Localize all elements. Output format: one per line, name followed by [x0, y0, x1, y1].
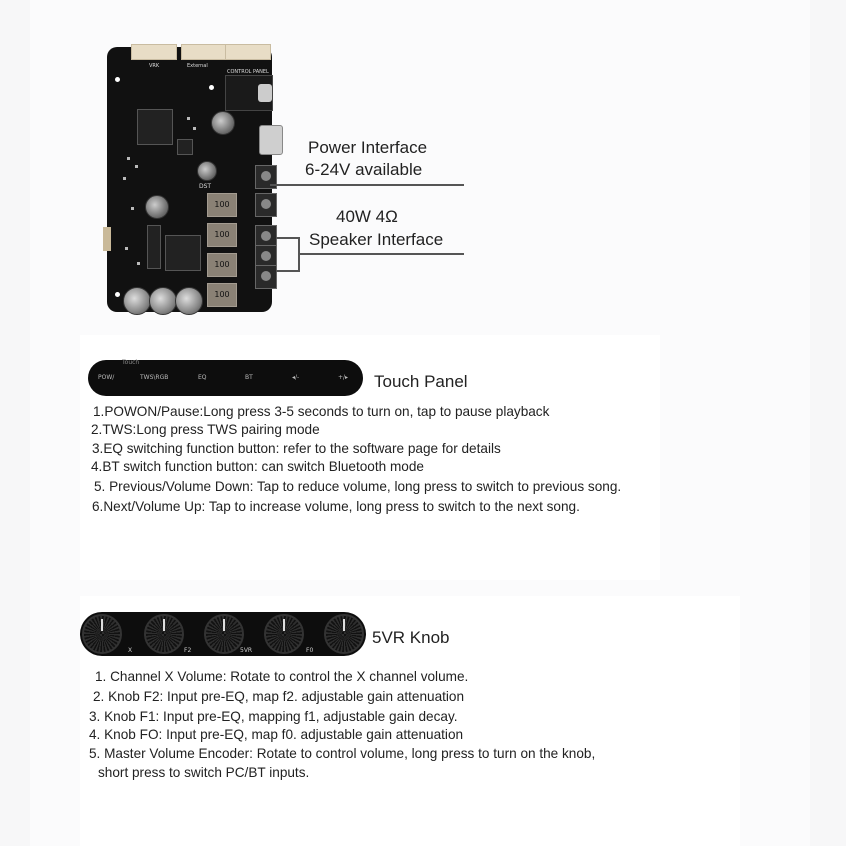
touch-key-label: ◂/- [292, 374, 300, 381]
knob [144, 614, 184, 654]
power-interface-voltage: 6-24V available [305, 160, 423, 179]
touch-item: 1.POWON/Pause:Long press 3-5 seconds to … [93, 404, 550, 419]
speaker-terminal [255, 265, 277, 289]
speaker-bracket-bottom [276, 270, 300, 272]
smd-component [193, 127, 196, 130]
touch-item: 2.TWS:Long press TWS pairing mode [91, 422, 320, 437]
inductor: 100 [207, 283, 237, 307]
speaker-bracket-top [276, 237, 300, 239]
speaker-bracket-side [298, 237, 300, 272]
board-silk-label: DST [199, 183, 212, 190]
capacitor [197, 161, 217, 181]
knob-label: X [128, 647, 133, 654]
board-connector-control-panel [225, 44, 271, 60]
touch-panel-title: Touch Panel [374, 372, 468, 391]
amplifier-board-image: VRK External CONTROL PANEL DST 100 100 1… [103, 44, 283, 315]
inductor: 100 [207, 223, 237, 247]
power-terminal [255, 193, 277, 217]
usb-c-port [259, 125, 283, 155]
smd-component [135, 165, 138, 168]
bluetooth-chip [137, 109, 173, 145]
power-interface-title: Power Interface [308, 138, 428, 157]
power-terminal [255, 165, 277, 189]
touch-panel-image: Touch POW/ TWS\RGB EQ BT ◂/- +/▸ [88, 359, 363, 396]
knob-item: 5. Master Volume Encoder: Rotate to cont… [89, 746, 596, 761]
electrolytic-capacitor [149, 287, 177, 315]
ic-chip [147, 225, 161, 269]
knob-item: 4. Knob FO: Input pre-EQ, map f0. adjust… [89, 727, 464, 742]
board-silk-label: CONTROL PANEL [227, 69, 269, 75]
inductor: 100 [207, 253, 237, 277]
touch-key-label: +/▸ [338, 374, 349, 381]
power-pointer-line [270, 184, 464, 186]
touch-panel-header: Touch [122, 359, 140, 366]
capacitor [211, 111, 235, 135]
smd-component [125, 247, 128, 250]
smd-component [131, 207, 134, 210]
slide-switch [103, 227, 111, 251]
knob [82, 614, 122, 654]
knob [204, 614, 244, 654]
board-silk-label: External [187, 63, 208, 69]
inductor: 100 [207, 193, 237, 217]
capacitor [145, 195, 169, 219]
speaker-terminal [255, 245, 277, 269]
knob-panel-image: X F2 5VR F0 [80, 612, 366, 656]
touch-item: 5. Previous/Volume Down: Tap to reduce v… [94, 479, 622, 494]
speaker-power-rating: 40W 4Ω [336, 207, 398, 226]
touch-key-label: EQ [198, 374, 207, 381]
mounting-hole [115, 292, 120, 297]
smd-component [127, 157, 130, 160]
knob-label: 5VR [240, 647, 253, 654]
audio-jack [225, 75, 273, 111]
touch-item: 6.Next/Volume Up: Tap to increase volume… [92, 499, 580, 514]
touch-key-label: BT [245, 374, 253, 381]
mounting-hole [209, 85, 214, 90]
knob-item: 1. Channel X Volume: Rotate to control t… [95, 669, 469, 684]
knob-item: 3. Knob F1: Input pre-EQ, mapping f1, ad… [89, 709, 458, 724]
smd-component [137, 262, 140, 265]
knob-title: 5VR Knob [372, 628, 450, 647]
speaker-interface-title: Speaker Interface [309, 230, 444, 249]
knob [264, 614, 304, 654]
knob-item: short press to switch PC/BT inputs. [98, 765, 310, 780]
electrolytic-capacitor [175, 287, 203, 315]
knob-label: F2 [184, 647, 192, 654]
knob-item: 2. Knob F2: Input pre-EQ, map f2. adjust… [93, 689, 465, 704]
touch-item: 4.BT switch function button: can switch … [91, 459, 424, 474]
board-connector-vrk [131, 44, 177, 60]
knob-label: F0 [306, 647, 314, 654]
mounting-hole [115, 77, 120, 82]
board-silk-label: VRK [149, 63, 160, 69]
smd-component [187, 117, 190, 120]
amplifier-chip [165, 235, 201, 271]
electrolytic-capacitor [123, 287, 151, 315]
board-connector-external [181, 44, 227, 60]
smd-component [123, 177, 126, 180]
ic-chip [177, 139, 193, 155]
touch-key-label: POW/ [98, 374, 115, 381]
speaker-pointer-line [300, 253, 464, 255]
touch-item: 3.EQ switching function button: refer to… [92, 441, 501, 456]
touch-key-label: TWS\RGB [140, 374, 169, 381]
knob [324, 614, 364, 654]
